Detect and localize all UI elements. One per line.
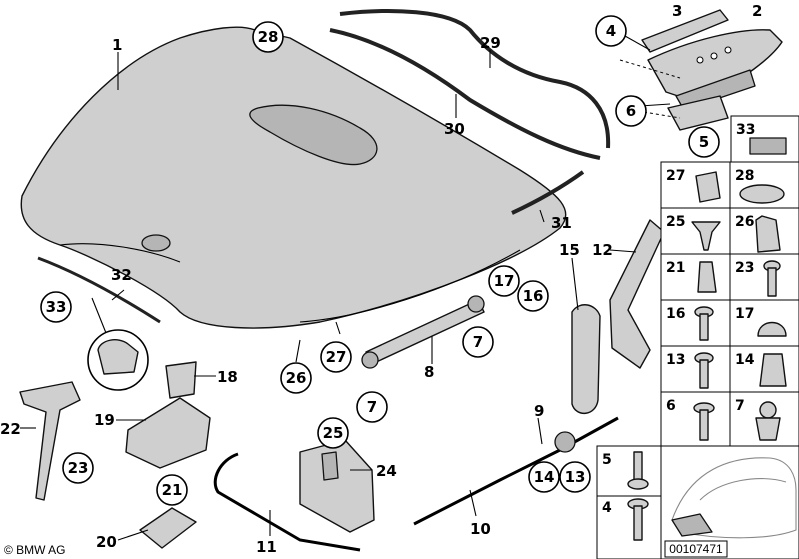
callout-27: 27: [320, 341, 352, 373]
svg-text:16: 16: [666, 306, 685, 322]
svg-text:13: 13: [666, 352, 685, 368]
cable-10: [413, 416, 619, 526]
hood-stay: [571, 219, 665, 414]
svg-text:5: 5: [602, 452, 612, 468]
hinge-assembly: [641, 9, 783, 131]
hood-panel: [20, 26, 567, 329]
doc-number-box: 00107471: [664, 540, 728, 558]
label-22: 22: [0, 420, 21, 438]
parts-grid: 33 27 28 25 26 21 23 16 17 13: [596, 115, 799, 559]
safety-catch: [19, 381, 81, 501]
label-2: 2: [752, 2, 762, 20]
svg-text:7: 7: [473, 333, 483, 351]
svg-text:33: 33: [736, 122, 755, 138]
label-3: 3: [672, 2, 682, 20]
svg-text:13: 13: [565, 468, 586, 486]
svg-text:7: 7: [735, 398, 745, 414]
callout-13: 13: [559, 461, 591, 493]
svg-text:6: 6: [666, 398, 676, 414]
seal-32: [37, 256, 161, 324]
svg-text:14: 14: [735, 352, 755, 368]
label-19: 19: [94, 411, 115, 429]
svg-text:26: 26: [286, 369, 307, 387]
callout-16: 16: [517, 280, 549, 312]
label-30: 30: [444, 120, 465, 138]
callout-14: 14: [528, 461, 560, 493]
seal-31: [511, 170, 585, 215]
callout-21: 21: [156, 474, 188, 506]
svg-text:28: 28: [258, 28, 279, 46]
part-20: [139, 507, 197, 549]
callout-4: 4: [595, 15, 627, 47]
label-15: 15: [559, 241, 580, 259]
seal-detail: [87, 297, 149, 391]
svg-text:16: 16: [523, 287, 544, 305]
svg-text:26: 26: [735, 214, 754, 230]
label-29: 29: [480, 34, 501, 52]
svg-text:14: 14: [534, 468, 555, 486]
svg-text:21: 21: [666, 260, 685, 276]
callout-28: 28: [252, 21, 284, 53]
callout-7a: 7: [462, 326, 494, 358]
copyright-text: © BMW AG: [4, 543, 66, 557]
svg-text:28: 28: [735, 168, 754, 184]
svg-text:4: 4: [602, 500, 612, 516]
seal-29: [339, 9, 611, 149]
callout-5: 5: [688, 126, 720, 158]
cable-11: [213, 452, 361, 552]
callout-26: 26: [280, 362, 312, 394]
svg-text:17: 17: [735, 306, 754, 322]
leader-lines: [20, 35, 671, 541]
label-8: 8: [424, 363, 434, 381]
callout-25: 25: [317, 417, 349, 449]
callout-33: 33: [40, 291, 72, 323]
callout-23: 23: [62, 452, 94, 484]
svg-text:25: 25: [323, 424, 344, 442]
hood-lock: [299, 439, 375, 533]
bracket-19: [125, 397, 211, 469]
gas-strut: [361, 295, 485, 369]
label-10: 10: [470, 520, 491, 538]
label-18: 18: [217, 368, 238, 386]
cable-handle: [554, 431, 576, 453]
svg-text:21: 21: [162, 481, 183, 499]
svg-text:33: 33: [46, 298, 67, 316]
callout-7b: 7: [356, 391, 388, 423]
label-11: 11: [256, 538, 277, 556]
hood-emblem: [141, 234, 171, 252]
svg-text:27: 27: [666, 168, 685, 184]
callout-17: 17: [488, 265, 520, 297]
label-20: 20: [96, 533, 117, 551]
svg-text:17: 17: [494, 272, 515, 290]
svg-text:23: 23: [68, 459, 89, 477]
label-1: 1: [112, 36, 122, 54]
label-31: 31: [551, 214, 572, 232]
svg-text:25: 25: [666, 214, 685, 230]
label-24: 24: [376, 462, 397, 480]
svg-text:23: 23: [735, 260, 754, 276]
callout-6: 6: [615, 95, 647, 127]
svg-text:00107471: 00107471: [669, 542, 723, 556]
clip-18: [165, 361, 197, 399]
svg-text:27: 27: [326, 348, 347, 366]
svg-text:5: 5: [699, 133, 709, 151]
label-12: 12: [592, 241, 613, 259]
label-9: 9: [534, 402, 544, 420]
svg-text:4: 4: [606, 22, 616, 40]
seal-30: [329, 28, 601, 160]
svg-text:6: 6: [626, 102, 636, 120]
svg-text:7: 7: [367, 398, 377, 416]
label-32: 32: [111, 266, 132, 284]
